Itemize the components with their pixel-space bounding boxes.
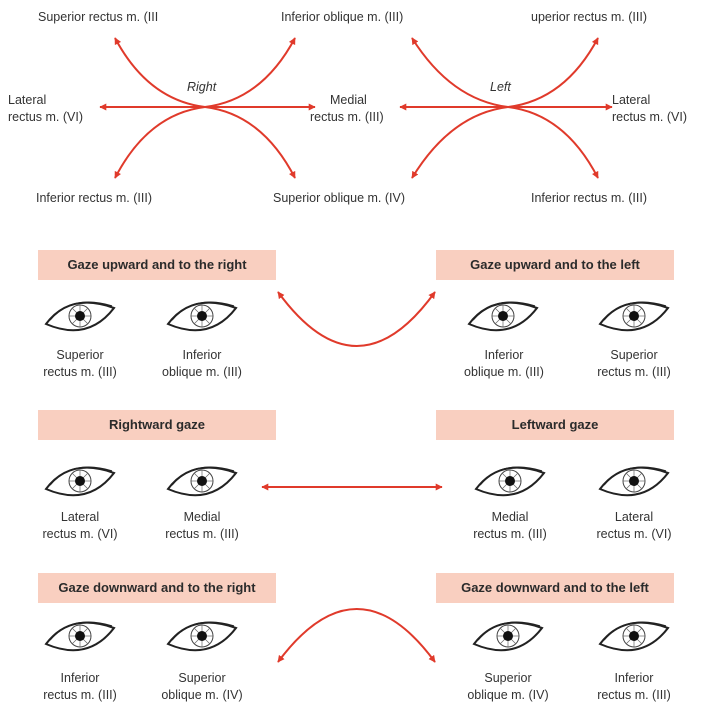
left-eye-label: Left <box>490 80 511 94</box>
right-medial-label-line2: rectus m. (III) <box>310 110 384 124</box>
gaze-down-right-banner: Gaze downward and to the right <box>38 573 276 603</box>
gaze-up-left-banner: Gaze upward and to the left <box>436 250 674 280</box>
right-lateral-label-line1: Lateral <box>8 93 47 107</box>
eye-icon <box>599 466 669 497</box>
eye-icon <box>468 301 538 332</box>
left-inferior-rectus-label: Inferior rectus m. (III) <box>531 191 647 205</box>
right-superior-rectus-label: Superior rectus m. (III <box>38 10 159 24</box>
eye-icon <box>45 466 115 497</box>
right-inferior-rectus-label: Inferior rectus m. (III) <box>36 191 152 205</box>
left-superior-rectus-label: uperior rectus m. (III) <box>531 10 647 24</box>
eye-icon <box>45 621 115 652</box>
eye-icon <box>599 301 669 332</box>
eye-icon <box>45 301 115 332</box>
eye-icon <box>167 466 237 497</box>
left-eye-action-arrows <box>399 37 613 179</box>
right-eye-action-arrows <box>99 37 316 179</box>
left-lateral-label-line2: rectus m. (VI) <box>612 110 688 124</box>
gaze-up-right-banner: Gaze upward and to the right <box>38 250 276 280</box>
left-lateral-label-line1: Lateral <box>612 93 651 107</box>
double-arrow-icon <box>277 291 436 347</box>
eye-icon <box>599 621 669 652</box>
leftward-gaze-banner: Leftward gaze <box>436 410 674 440</box>
right-superior-oblique-label: Superior oblique m. (IV) <box>273 191 406 205</box>
rightward-gaze-banner: Rightward gaze <box>38 410 276 440</box>
eye-icon <box>473 621 543 652</box>
double-arrow-icon <box>277 608 436 663</box>
eye-icon <box>167 621 237 652</box>
gaze-down-left-banner: Gaze downward and to the left <box>436 573 674 603</box>
right-inferior-oblique-label: Inferior oblique m. (III) <box>281 10 404 24</box>
right-eye-label: Right <box>187 80 217 94</box>
right-medial-label-line1: Medial <box>330 93 367 107</box>
eye-icon <box>475 466 545 497</box>
eye-icon <box>167 301 237 332</box>
right-lateral-label-line2: rectus m. (VI) <box>8 110 84 124</box>
